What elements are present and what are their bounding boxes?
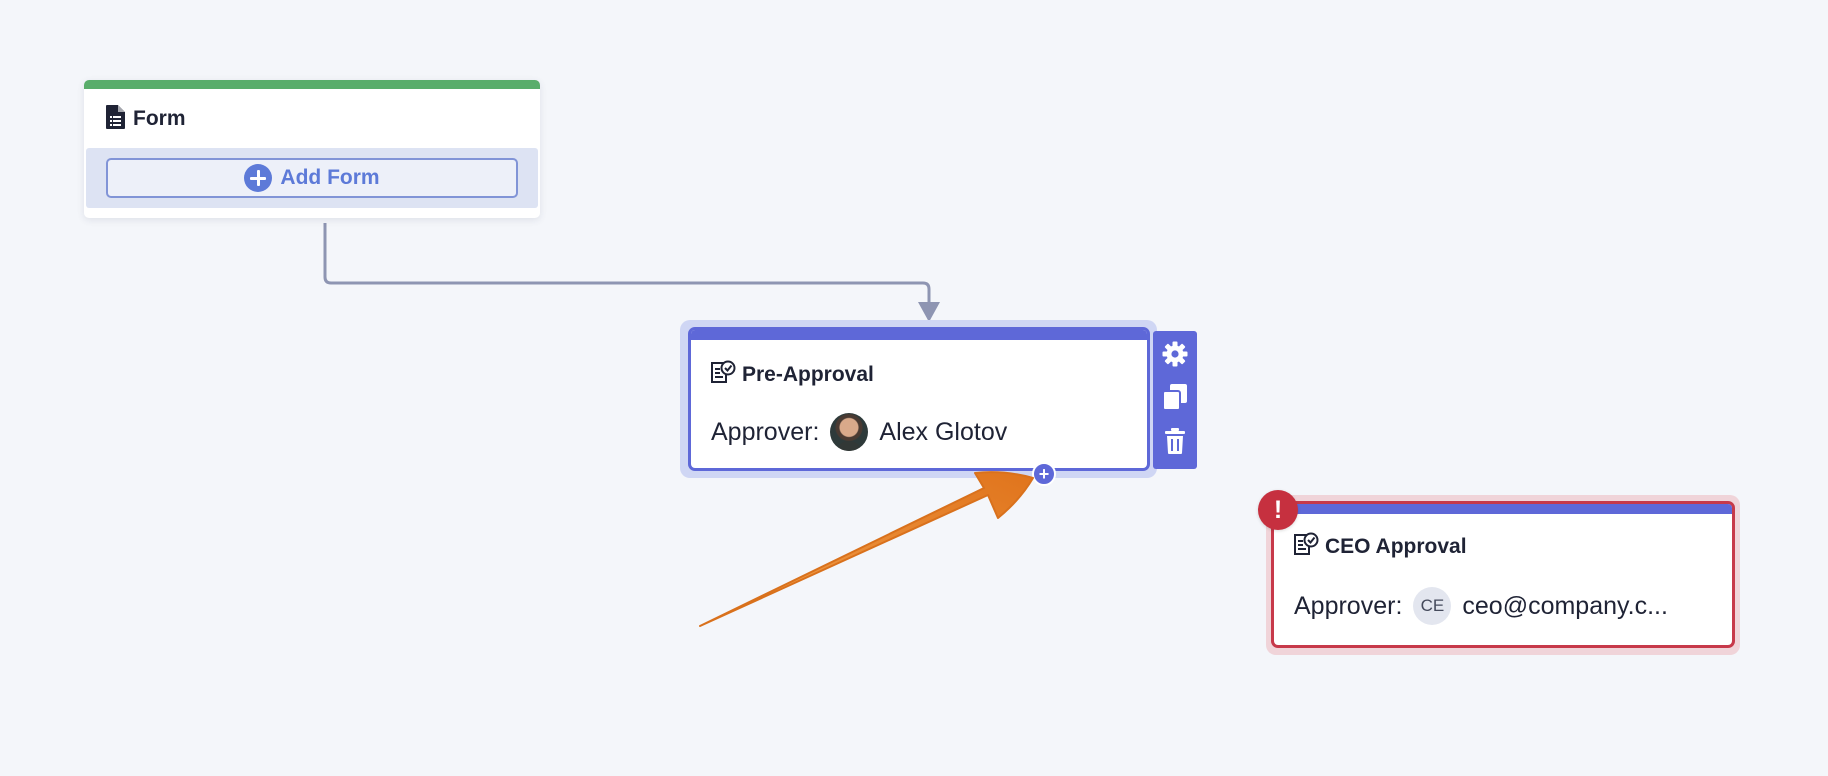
approver-label: Approver: — [711, 417, 820, 446]
error-badge[interactable]: ! — [1258, 490, 1298, 530]
form-node[interactable]: Form Add Form — [84, 80, 540, 218]
ceo-approval-title: CEO Approval — [1325, 535, 1467, 558]
gear-icon — [1161, 340, 1189, 373]
avatar — [830, 413, 869, 451]
approver-label: Approver: — [1294, 591, 1403, 620]
document-icon — [106, 104, 125, 134]
connector-arrowhead — [918, 302, 940, 322]
add-step-button[interactable]: + — [1032, 462, 1056, 486]
delete-button[interactable] — [1157, 425, 1193, 461]
ceo-approval-top-bar — [1274, 504, 1732, 514]
duplicate-icon — [1162, 383, 1188, 416]
node-action-toolbar — [1153, 331, 1197, 469]
pre-approval-top-bar — [691, 330, 1147, 340]
approval-document-icon — [1293, 532, 1319, 563]
duplicate-button[interactable] — [1157, 382, 1193, 418]
ceo-approval-node[interactable]: CEO Approval Approver: CE ceo@company.c.… — [1271, 501, 1735, 648]
ceo-approval-header: CEO Approval — [1274, 514, 1732, 562]
pre-approval-title: Pre-Approval — [742, 363, 874, 386]
connector-form-to-preapproval — [323, 223, 931, 304]
form-node-top-bar — [84, 80, 540, 89]
add-form-button[interactable]: Add Form — [106, 158, 518, 198]
ceo-approval-approver-row: Approver: CE ceo@company.c... — [1274, 562, 1732, 626]
trash-icon — [1164, 427, 1186, 460]
form-node-title: Form — [133, 107, 186, 130]
pre-approval-approver-row: Approver: Alex Glotov — [691, 390, 1147, 452]
approver-email: ceo@company.c... — [1462, 591, 1668, 620]
approver-name: Alex Glotov — [879, 417, 1008, 446]
form-node-header: Form — [84, 89, 540, 134]
avatar: CE — [1413, 587, 1452, 625]
form-node-drop-area: Add Form — [86, 148, 538, 208]
pre-approval-header: Pre-Approval — [691, 340, 1147, 390]
settings-button[interactable] — [1157, 339, 1193, 375]
pre-approval-node[interactable]: Pre-Approval Approver: Alex Glotov — [688, 327, 1150, 471]
approval-document-icon — [710, 360, 736, 391]
plus-circle-icon — [244, 164, 273, 192]
add-form-label: Add Form — [280, 166, 380, 189]
